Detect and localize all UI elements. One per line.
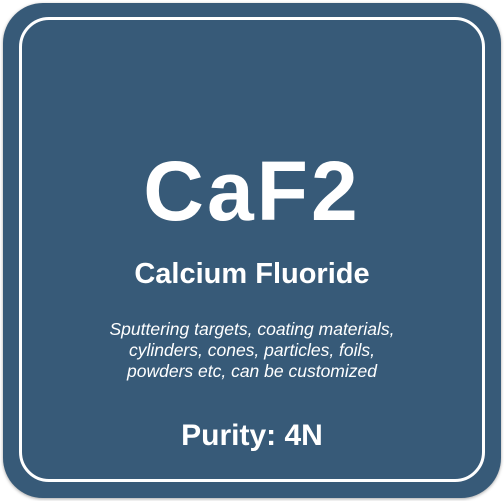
purity-label: Purity: 4N [181,419,323,452]
material-name: Calcium Fluoride [134,258,370,290]
description-line: cylinders, cones, particles, foils, [128,340,376,360]
description-line: powders etc, can be customized [127,361,377,381]
tile-inner-border [19,17,485,482]
chemical-formula: CaF2 [143,144,361,238]
product-tile: CaF2 Calcium Fluoride Sputtering targets… [3,3,501,498]
description-line: Sputtering targets, coating materials, [109,319,395,339]
product-description: Sputtering targets, coating materials, c… [3,319,501,382]
tile-content: CaF2 Calcium Fluoride Sputtering targets… [3,3,501,498]
